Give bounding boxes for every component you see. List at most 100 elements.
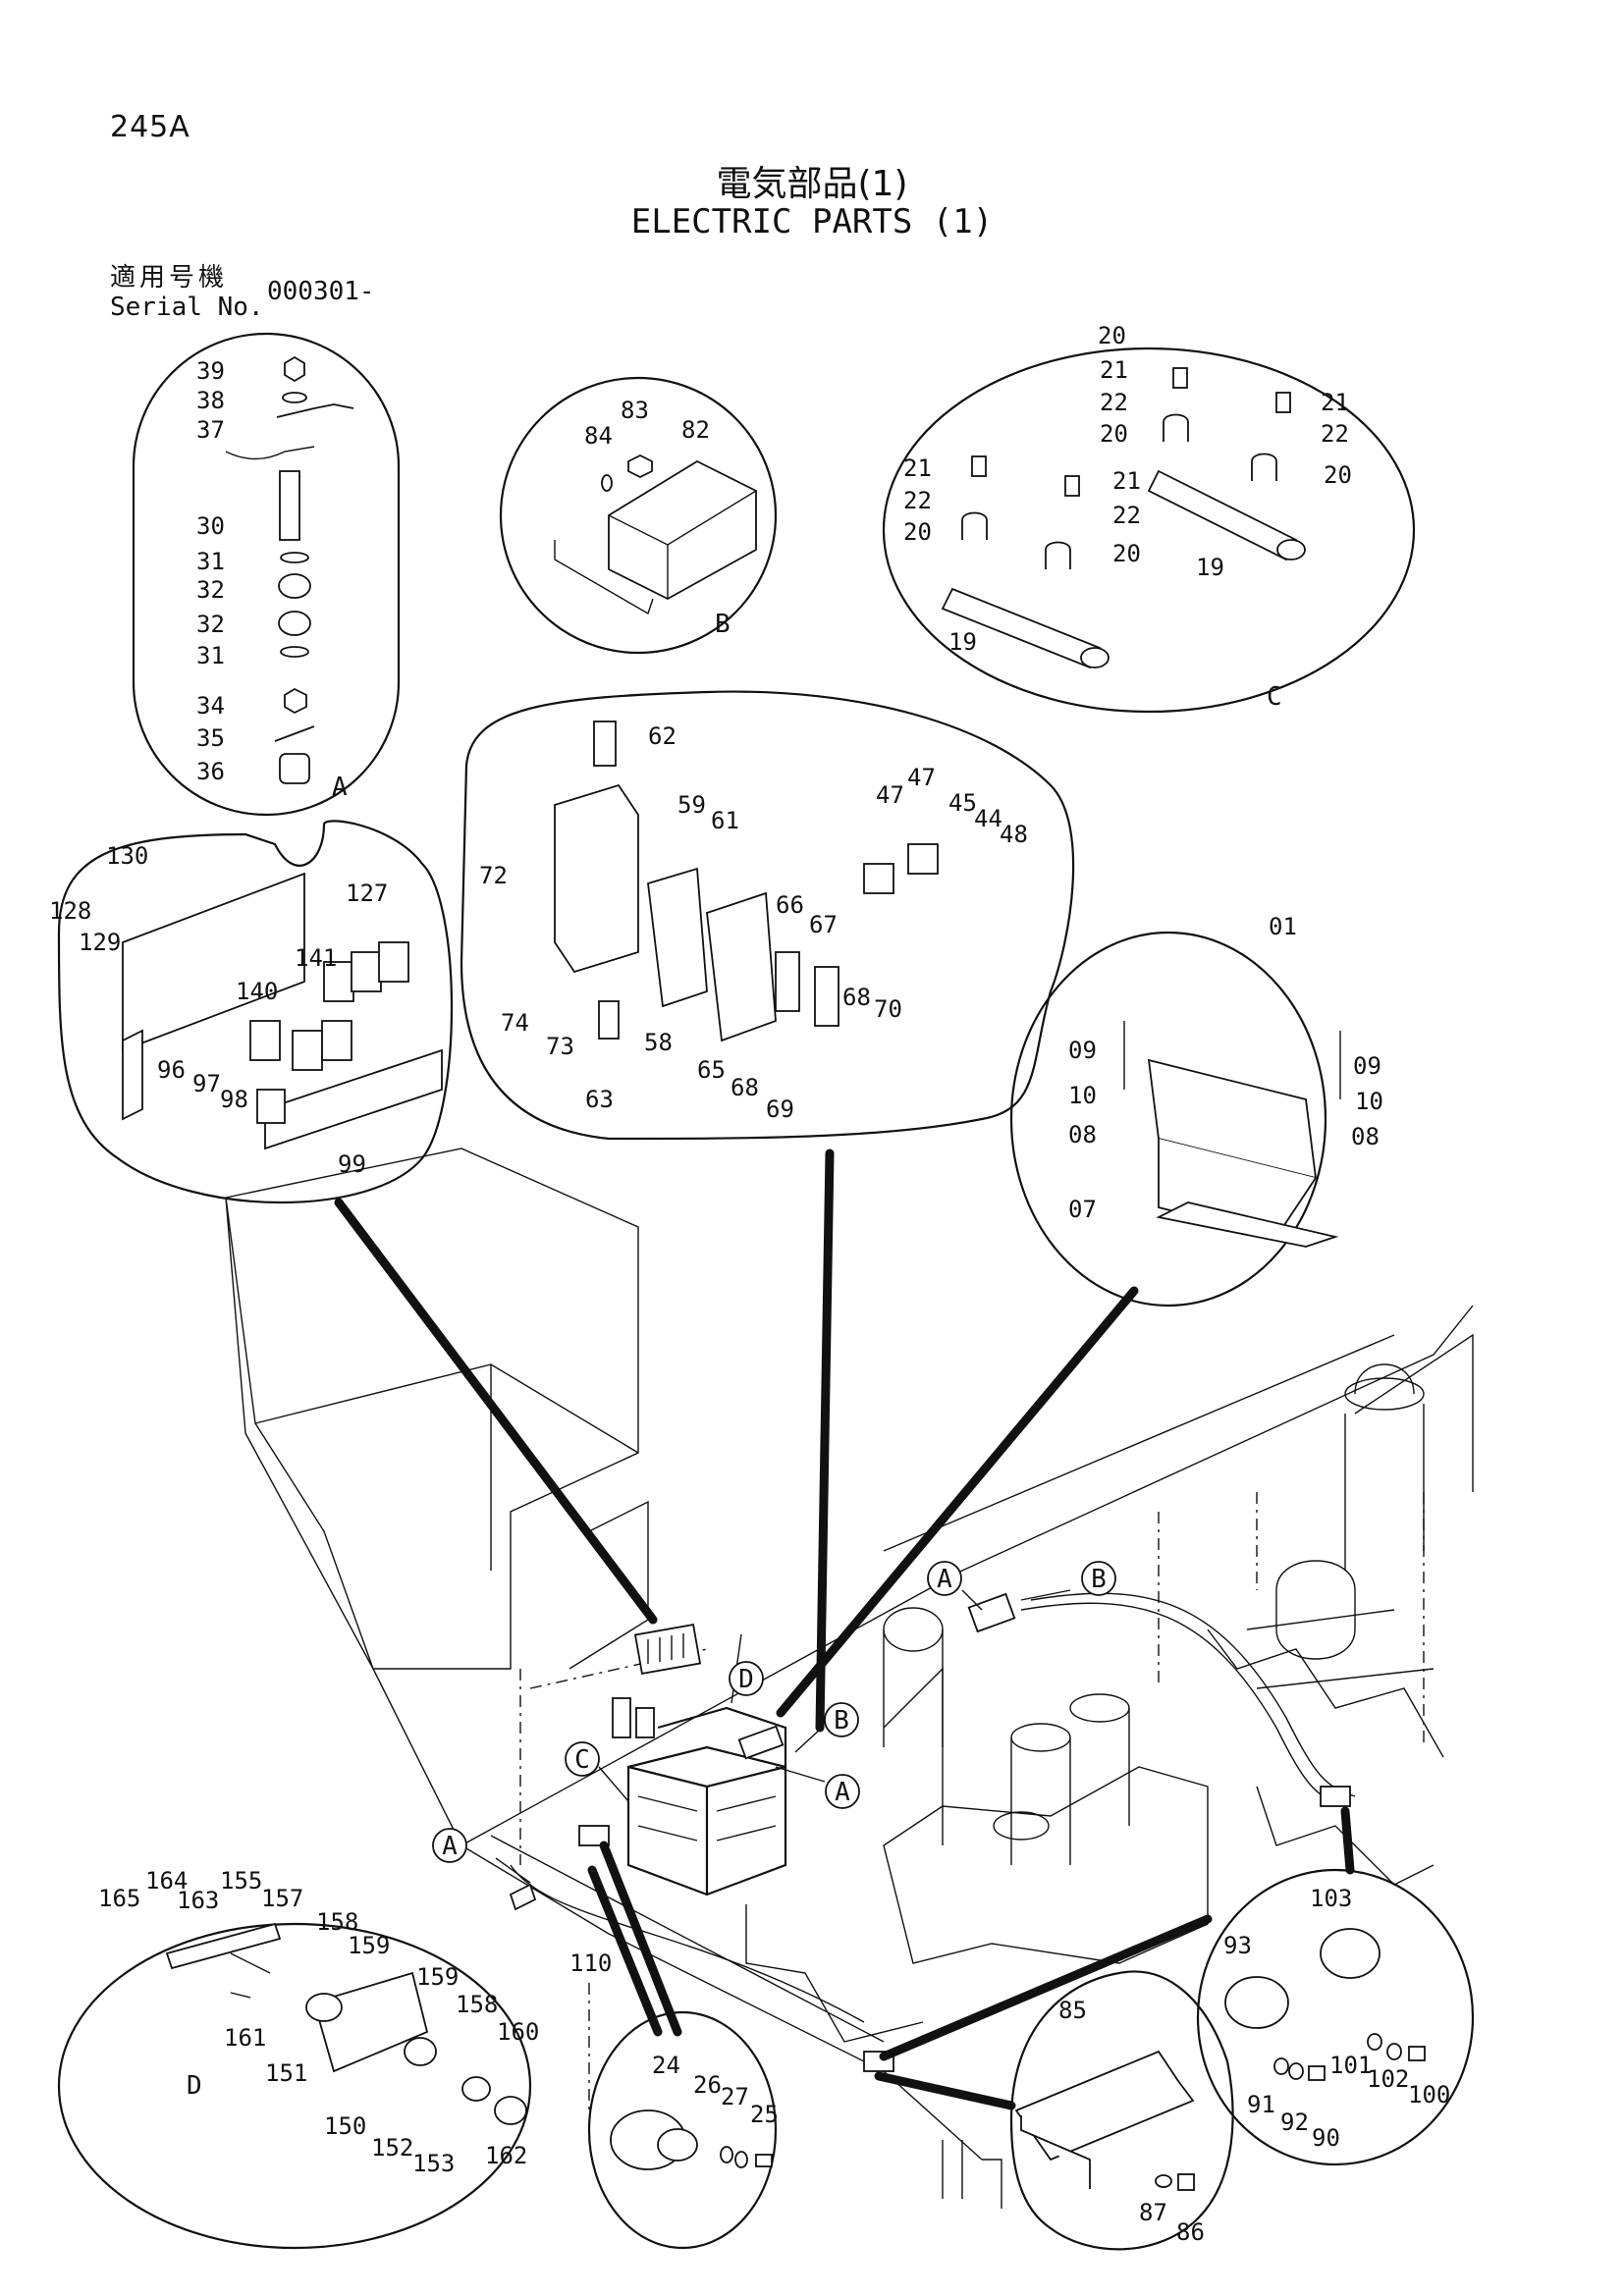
part-number: 74 — [501, 1009, 529, 1037]
part-number: 32 — [196, 576, 225, 604]
part-number: 70 — [874, 995, 902, 1023]
page-number: 245A — [110, 110, 190, 144]
bubble-letters: A B C D — [187, 610, 1282, 2101]
callout-letter-c: C — [574, 1745, 590, 1775]
callout-circle-c — [565, 1741, 600, 1777]
relay-panel-outline — [57, 820, 454, 1203]
part-number: 21 — [1100, 356, 1128, 384]
bubble-d-outline — [57, 1922, 532, 2250]
part-number: 22 — [903, 487, 932, 514]
part-number: 127 — [346, 880, 388, 907]
part-number: 152 — [371, 2134, 413, 2162]
serial-label: Serial No. — [110, 293, 264, 322]
part-number: 48 — [1000, 821, 1028, 848]
bubble-a-outline — [132, 332, 401, 817]
part-number: 102 — [1367, 2065, 1409, 2093]
part-number: 38 — [196, 387, 225, 414]
switch-24-outline — [587, 2010, 778, 2250]
part-number: 19 — [948, 628, 977, 656]
part-number: 90 — [1312, 2124, 1340, 2152]
part-number: 01 — [1269, 913, 1297, 940]
part-number: 08 — [1351, 1123, 1380, 1150]
bubble-letter-b: B — [715, 610, 731, 639]
page-title: ELECTRIC PARTS (1) — [630, 202, 994, 241]
part-number: 27 — [721, 2083, 749, 2110]
part-number: 165 — [98, 1885, 140, 1912]
part-sketches — [122, 355, 1426, 2191]
part-number: 157 — [261, 1885, 303, 1912]
part-number: 86 — [1176, 2218, 1205, 2246]
part-number: 22 — [1100, 389, 1128, 416]
part-number: 97 — [192, 1070, 221, 1097]
part-number: 73 — [546, 1033, 574, 1060]
part-number: 36 — [196, 758, 225, 785]
part-number: 20 — [1098, 322, 1126, 349]
callout-letter-b: B — [834, 1706, 849, 1735]
part-number: 09 — [1353, 1052, 1381, 1080]
part-number: 100 — [1408, 2081, 1450, 2109]
part-number: 130 — [106, 842, 148, 870]
part-number: 151 — [265, 2059, 307, 2087]
part-number: 160 — [497, 2018, 539, 2046]
part-number: 96 — [157, 1056, 186, 1084]
part-number: 25 — [750, 2101, 779, 2128]
callout-circle-d — [729, 1661, 764, 1696]
part-number: 68 — [842, 984, 871, 1011]
part-number: 34 — [196, 692, 225, 720]
bubble-letter-d: D — [187, 2071, 202, 2101]
part-number: 07 — [1068, 1196, 1097, 1223]
page-title-japanese: 電気部品(1) — [716, 164, 908, 204]
part-number: 129 — [79, 929, 121, 956]
callout-letter-a: A — [937, 1565, 952, 1594]
part-number: 103 — [1310, 1885, 1352, 1912]
part-number: 21 — [903, 454, 932, 482]
part-number: 92 — [1280, 2109, 1309, 2136]
part-number: 65 — [697, 1056, 726, 1084]
part-number: 24 — [652, 2052, 680, 2079]
part-number: 39 — [196, 357, 225, 385]
part-number: 32 — [196, 611, 225, 638]
part-number: 09 — [1068, 1037, 1097, 1064]
part-number: 37 — [196, 416, 225, 444]
part-number: 62 — [648, 722, 677, 750]
part-number: 155 — [220, 1867, 262, 1895]
part-number: 68 — [731, 1074, 759, 1101]
callout-bubbles — [57, 332, 1475, 2251]
part-number: 161 — [224, 2024, 266, 2052]
electrical-box — [509, 1592, 1351, 2072]
callout-letter-a: A — [442, 1832, 458, 1861]
part-number: 10 — [1068, 1082, 1097, 1109]
part-number: 91 — [1247, 2091, 1275, 2118]
part-number: 21 — [1321, 389, 1349, 416]
part-number: 83 — [621, 397, 649, 424]
part-number: 87 — [1139, 2199, 1167, 2226]
callout-circle-b-2 — [824, 1702, 859, 1737]
part-number: 31 — [196, 642, 225, 669]
part-number: 47 — [907, 764, 936, 791]
part-number: 101 — [1329, 2052, 1372, 2079]
fuse-box-outline — [460, 690, 1075, 1141]
part-number: 08 — [1068, 1121, 1097, 1148]
part-number: 59 — [677, 791, 706, 819]
part-number: 110 — [569, 1949, 612, 1977]
part-number: 153 — [412, 2150, 455, 2177]
callout-circle-a-2 — [825, 1774, 860, 1809]
bubble-letter-c: C — [1267, 682, 1282, 712]
part-number: 72 — [479, 862, 508, 889]
callout-circle-b-1 — [1081, 1561, 1116, 1596]
part-number: 26 — [693, 2071, 722, 2099]
part-number: 98 — [220, 1086, 248, 1113]
part-number: 164 — [145, 1867, 188, 1895]
part-number: 69 — [766, 1095, 794, 1123]
part-number: 159 — [416, 1963, 459, 1991]
part-number: 58 — [644, 1029, 673, 1056]
part-number: 163 — [177, 1887, 219, 1914]
part-number: 20 — [1100, 420, 1128, 448]
part-number: 47 — [876, 781, 904, 809]
part-numbers: 39 38 37 30 31 32 32 31 34 35 36 84 83 8… — [49, 322, 1450, 2246]
part-number: 84 — [584, 422, 613, 450]
part-number: 20 — [1324, 461, 1352, 489]
part-number: 99 — [338, 1150, 366, 1178]
part-number: 22 — [1321, 420, 1349, 448]
